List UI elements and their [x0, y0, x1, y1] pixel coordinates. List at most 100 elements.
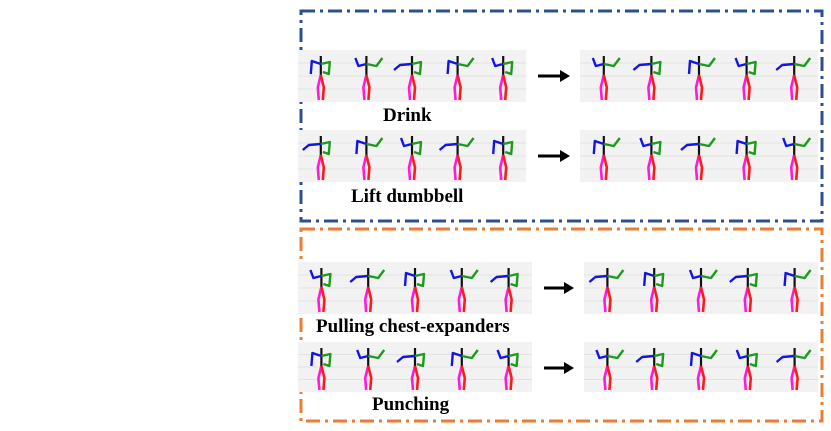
output-strip-4-skeleton-1-right-arm — [607, 349, 625, 360]
output-strip-3-skeleton-5 — [783, 268, 812, 313]
input-strip-2 — [298, 130, 526, 182]
output-strip-4-skeleton-3-left-leg — [696, 365, 703, 391]
output-strip-2-skeleton-1-left-leg — [599, 154, 606, 181]
output-strip-1-skeleton-4-right-arm — [746, 60, 757, 76]
output-strip-3-skeleton-1-right-arm — [607, 269, 625, 280]
input-strip-2-skeleton-3-right-leg — [410, 154, 417, 181]
input-strip-4-skeleton-3-left-leg — [410, 365, 417, 391]
input-strip-1-skeleton-3-right-leg — [410, 74, 417, 101]
input-strip-4 — [298, 342, 532, 392]
input-strip-4-skeleton-2-right-leg — [366, 365, 373, 391]
input-strip-1-skeleton-3-left-arm — [393, 62, 413, 71]
input-strip-3-skeleton-5-right-leg — [507, 286, 513, 313]
input-strip-1-skeleton-3 — [393, 56, 423, 101]
output-strip-4-skeleton-2 — [635, 348, 665, 391]
input-strip-1-skeleton-1-left-leg — [316, 74, 323, 101]
output-strip-1-skeleton-5-right-leg — [792, 74, 799, 101]
input-strip-4-skeleton-1 — [310, 348, 332, 391]
input-strip-2-skeleton-1-left-arm — [302, 142, 321, 151]
input-strip-2-skeleton-5-left-leg — [498, 154, 505, 181]
caption-drink: Drink — [383, 105, 432, 126]
input-strip-2-skeleton-3-left-leg — [407, 154, 414, 181]
output-strip-2-skeleton-5 — [782, 136, 812, 181]
input-strip-4-skeleton-1-left-arm — [310, 351, 322, 367]
input-strip-1-skeleton-2-right-arm — [366, 57, 384, 68]
output-strip-4-skeleton-1-left-leg — [603, 365, 609, 391]
input-strip-4-skeleton-5-left-leg — [504, 365, 510, 391]
output-strip-3-skeleton-5-right-leg — [793, 286, 799, 313]
input-strip-4-skeleton-1-right-arm — [321, 352, 332, 368]
output-strip-4-skeleton-2-left-arm — [635, 354, 655, 363]
output-strip-2-skeleton-2 — [639, 136, 662, 181]
input-strip-3-skeleton-1-left-arm — [309, 269, 322, 280]
input-strip-1-skeleton-3-right-arm — [411, 60, 423, 76]
output-strip-4-skeleton-1-right-leg — [606, 365, 612, 391]
input-strip-3-skeleton-4-right-leg — [460, 286, 467, 313]
output-strip-3-skeleton-3-left-leg — [696, 286, 703, 313]
output-strip-3-skeleton-4 — [729, 268, 758, 313]
output-strip-1-skeleton-2-left-arm — [632, 62, 652, 71]
output-strip-2-skeleton-3 — [680, 136, 716, 181]
input-strip-1 — [298, 50, 526, 102]
output-strip-3-skeleton-5-left-leg — [790, 286, 796, 313]
output-strip-1-skeleton-2-left-leg — [647, 74, 653, 101]
input-strip-4-skeleton-5-left-arm — [496, 349, 509, 360]
input-strip-3-skeleton-3 — [403, 268, 426, 313]
input-strip-2-skeleton-3-left-arm — [399, 137, 413, 148]
output-strip-4-skeleton-5-left-leg — [790, 365, 796, 391]
input-strip-4-skeleton-4 — [450, 348, 479, 391]
output-strip-4-skeleton-5 — [775, 348, 812, 391]
input-strip-3-skeleton-5 — [489, 268, 519, 313]
output-strip-1-skeleton-3-left-leg — [694, 74, 701, 101]
output-strip-1-skeleton-3 — [687, 56, 716, 101]
output-strip-4-skeleton-5-left-arm — [775, 354, 795, 363]
input-strip-3-skeleton-2-left-arm — [349, 274, 369, 283]
output-strip-3-skeleton-1-right-leg — [606, 286, 612, 313]
input-strip-3 — [298, 262, 532, 314]
output-strip-1-skeleton-2-right-arm — [651, 60, 662, 76]
group-border-orange — [299, 227, 824, 423]
input-strip-4-skeleton-3-right-leg — [413, 365, 420, 391]
input-strip-4-skeleton-5-right-arm — [508, 352, 519, 368]
input-strip-2-skeleton-1-right-leg — [319, 154, 326, 181]
output-strip-1-skeleton-1-right-leg — [602, 74, 609, 101]
output-strip-1-skeleton-1-left-arm — [591, 57, 605, 68]
output-strip-2-skeleton-5-left-arm — [782, 137, 795, 148]
input-strip-3-skeleton-1-right-arm — [321, 272, 332, 288]
output-strip-4-skeleton-2-left-leg — [649, 365, 656, 391]
caption-pulling-chest-expanders: Pulling chest-expanders — [316, 316, 510, 337]
output-strip-1-skeleton-1 — [591, 56, 621, 101]
output-strip-3-skeleton-4-left-arm — [729, 274, 748, 283]
output-strip-1-skeleton-4-left-arm — [734, 57, 747, 68]
input-strip-2-skeleton-4-left-leg — [453, 154, 459, 181]
input-strip-3-skeleton-2-right-arm — [367, 269, 386, 280]
input-strip-1-skeleton-4 — [446, 56, 475, 101]
input-strip-3-skeleton-3-right-arm — [414, 272, 426, 288]
output-strip-2-skeleton-3-left-arm — [680, 142, 700, 151]
output-strip-3-skeleton-4-right-leg — [746, 286, 753, 313]
input-strip-2-skeleton-2-left-leg — [362, 154, 368, 181]
output-strip-4-skeleton-1-left-arm — [595, 349, 608, 360]
input-strip-2-skeleton-2-left-arm — [355, 139, 367, 155]
input-strip-4-skeleton-5 — [496, 348, 519, 391]
output-strip-4-skeleton-5-right-arm — [794, 349, 812, 360]
output-strip-1-skeleton-5-right-arm — [793, 57, 812, 68]
input-strip-2-skeleton-4-right-leg — [456, 154, 462, 181]
output-strip-3-skeleton-5-right-arm — [794, 269, 812, 280]
input-strip-3-skeleton-4 — [449, 268, 479, 313]
output-strip-2-skeleton-2-left-leg — [647, 154, 653, 181]
input-strip-2-skeleton-2-right-arm — [366, 137, 384, 148]
output-strip-3-skeleton-3-right-arm — [700, 269, 718, 280]
input-strip-4-skeleton-4-right-arm — [461, 349, 479, 360]
output-strip-2-skeleton-3-right-leg — [697, 154, 704, 181]
input-strip-1-skeleton-1-left-arm — [309, 59, 322, 75]
output-strip-2 — [580, 130, 818, 182]
output-strip-4-skeleton-4-left-leg — [743, 365, 750, 391]
input-strip-1-skeleton-2-left-leg — [362, 74, 368, 101]
output-strip-2-skeleton-4-left-arm — [735, 139, 747, 155]
input-strip-1-skeleton-1-right-leg — [319, 74, 326, 101]
output-strip-3 — [584, 262, 818, 314]
input-strip-2-skeleton-4-right-arm — [457, 137, 475, 148]
input-strip-1-skeleton-5-left-arm — [491, 57, 504, 68]
